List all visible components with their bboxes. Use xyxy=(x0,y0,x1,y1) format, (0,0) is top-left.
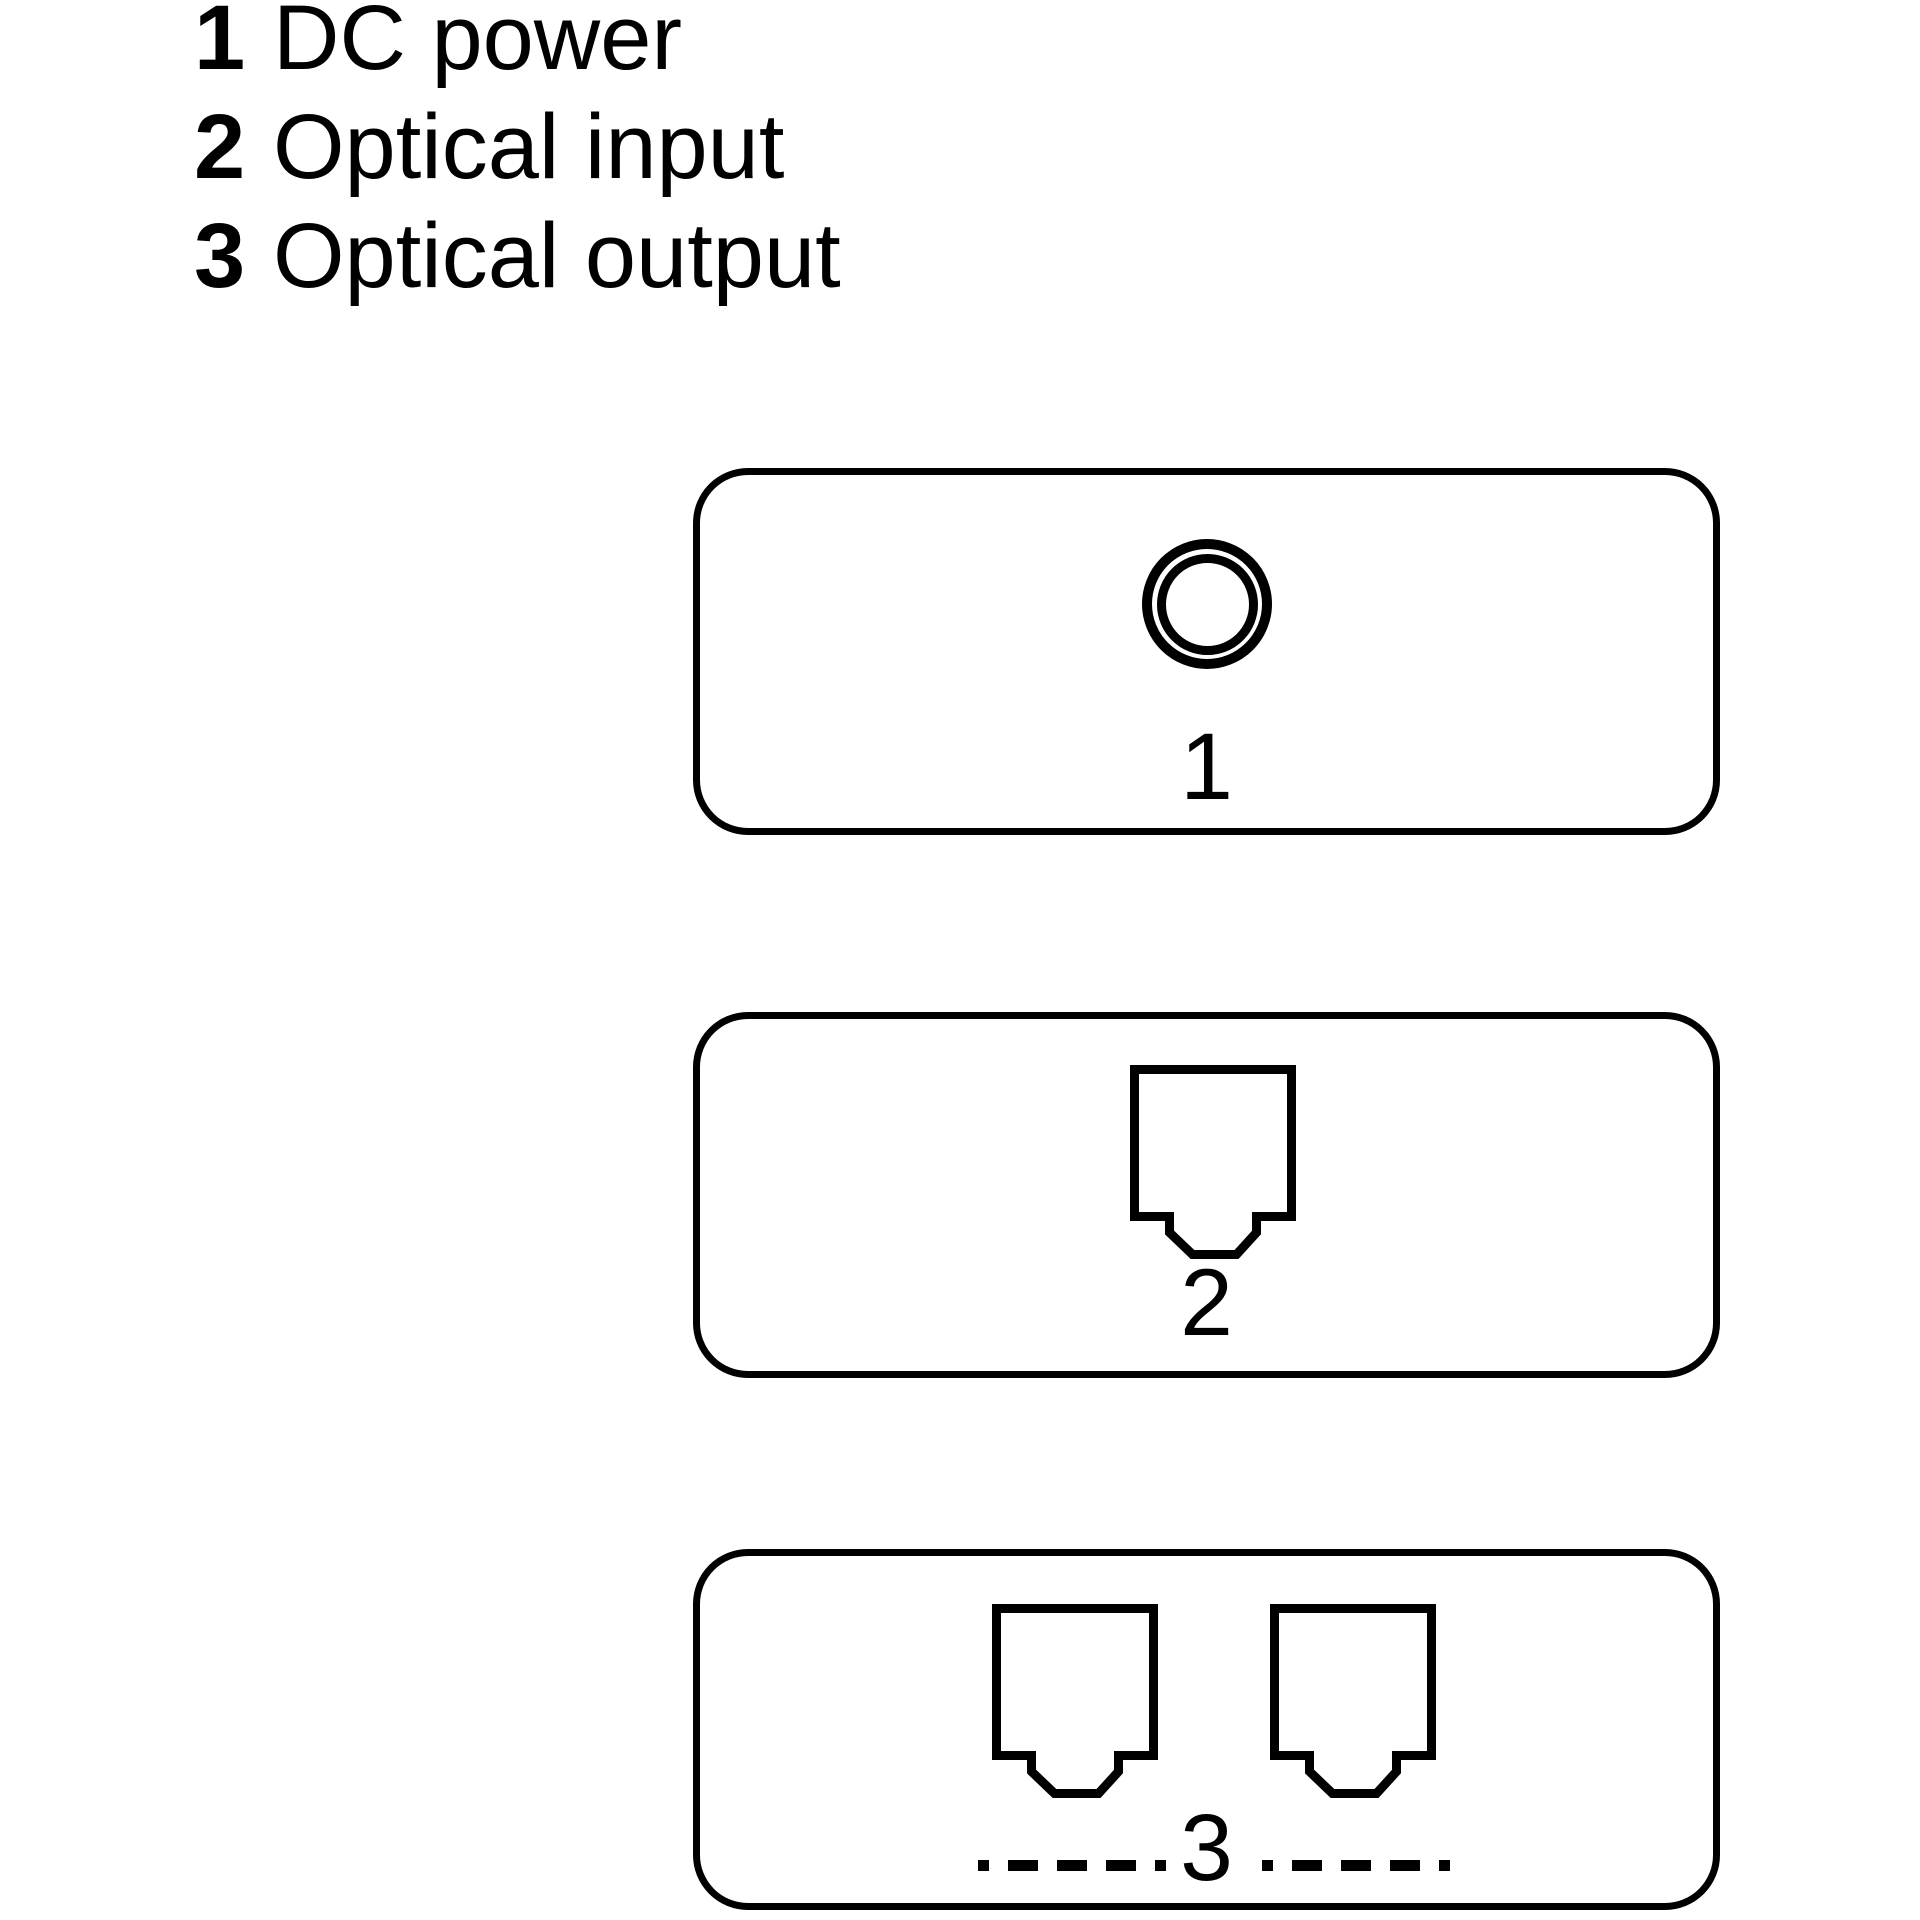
dashed-line-right xyxy=(1262,1860,1450,1871)
panel-number-label: 1 xyxy=(1180,714,1233,820)
legend-label: DC power xyxy=(273,0,683,89)
dc-power-jack-icon xyxy=(1142,539,1272,669)
panel-number-label: 3 xyxy=(1180,1795,1233,1901)
optical-port-icon xyxy=(992,1604,1158,1798)
legend-row-dc-power: 1 DC power xyxy=(194,0,841,93)
legend-row-optical-input: 2 Optical input xyxy=(194,93,841,202)
legend-row-optical-output: 3 Optical output xyxy=(194,202,841,311)
legend-number: 3 xyxy=(194,205,246,307)
legend-number: 2 xyxy=(194,96,246,198)
device-panel-optical-output: 3 xyxy=(693,1549,1720,1910)
dashed-line-left xyxy=(978,1860,1166,1871)
optical-port-icon xyxy=(1270,1604,1436,1798)
device-panel-optical-input: 2 xyxy=(693,1012,1720,1378)
legend: 1 DC power 2 Optical input 3 Optical out… xyxy=(194,0,841,311)
dc-power-jack-inner-ring xyxy=(1156,553,1258,655)
device-panel-dc-power: 1 xyxy=(693,468,1720,835)
optical-port-icon xyxy=(1130,1065,1296,1259)
legend-label: Optical input xyxy=(273,96,785,198)
panel-number-label: 2 xyxy=(1180,1250,1233,1356)
legend-label: Optical output xyxy=(273,205,841,307)
legend-number: 1 xyxy=(194,0,246,89)
